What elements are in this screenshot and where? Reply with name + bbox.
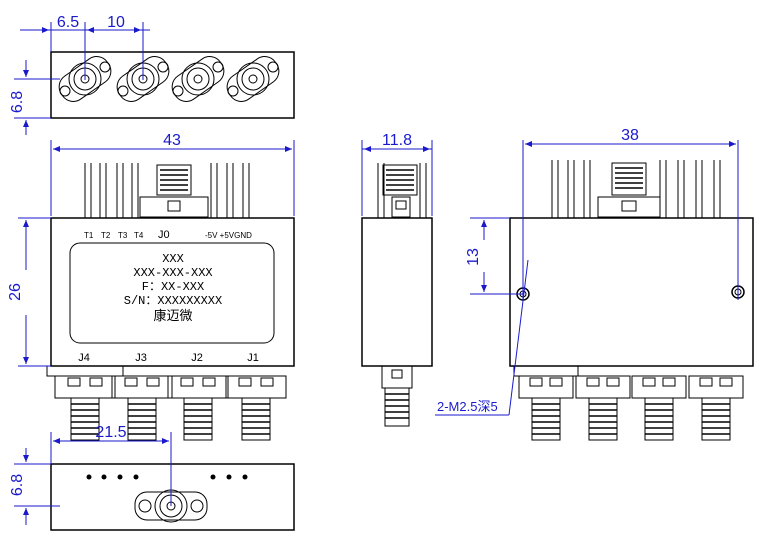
dim-bottom-height: 6.8 [9, 474, 26, 496]
right-connector-2 [575, 375, 631, 441]
hole-leader-line [508, 259, 529, 416]
port-j4-label: J4 [78, 352, 90, 364]
bottom-pin-holes [86, 474, 248, 480]
top-connector-3 [171, 56, 225, 102]
pin-power-label: -5V +5VGND [205, 231, 252, 240]
front-view-dimensions: 43 26 [7, 132, 295, 367]
front-connector-j2 [167, 375, 229, 441]
side-bottom-connector [381, 365, 413, 427]
dim-front-height: 26 [7, 283, 24, 301]
top-view-connectors [58, 56, 280, 102]
side-top-connector [382, 164, 418, 218]
side-view-dimensions: 11.8 [361, 132, 433, 216]
dim-top-height: 6.8 [9, 91, 26, 113]
right-view-dimensions: 38 13 2-M2.5深5 [435, 127, 739, 416]
front-view-body [50, 217, 295, 367]
top-view-body [50, 51, 295, 119]
top-connector-4 [226, 56, 280, 102]
front-connector-j3 [111, 375, 173, 441]
top-view-dimensions: 6.5 10 6.8 [9, 14, 150, 135]
dim-front-width: 43 [163, 132, 181, 149]
dim-bottom-offset: 21.5 [95, 424, 126, 441]
bottom-view: 21.5 6.8 [9, 424, 295, 531]
right-connector-4 [688, 375, 744, 441]
right-bottom-connectors [513, 365, 744, 441]
label-line-3: F：XX-XXX [142, 280, 204, 294]
dim-top-pitch-b: 10 [107, 14, 125, 31]
dim-side-width: 11.8 [382, 132, 412, 149]
right-view-body [509, 217, 754, 367]
side-view: 11.8 [361, 132, 433, 427]
right-view: 38 13 2-M2.5深5 [435, 127, 754, 441]
pin-t3-label: T3 [118, 231, 128, 240]
front-pins [84, 163, 250, 218]
pin-t2-label: T2 [101, 231, 111, 240]
front-connector-j4 [46, 365, 124, 441]
label-line-4: S/N：XXXXXXXXX [124, 294, 222, 308]
label-line-1: XXX [162, 252, 184, 266]
pin-t1-label: T1 [84, 231, 94, 240]
bottom-view-dimensions: 21.5 6.8 [9, 424, 172, 525]
pin-j0-label: J0 [158, 229, 170, 241]
right-top-connector [597, 162, 661, 218]
port-j3-label: J3 [135, 352, 147, 364]
top-view: 6.5 10 6.8 [9, 14, 295, 135]
dim-top-pitch-a: 6.5 [57, 14, 79, 31]
dim-right-width: 38 [621, 127, 639, 144]
top-connector-1 [58, 56, 112, 102]
right-connector-3 [631, 375, 687, 441]
right-pins [551, 160, 721, 218]
hole-note: 2-M2.5深5 [437, 399, 498, 414]
side-view-body [361, 217, 433, 367]
right-connector-1 [513, 365, 579, 441]
front-j0-connector [139, 164, 209, 218]
front-label-panel [69, 242, 275, 344]
dim-right-hole-offset: 13 [465, 248, 482, 266]
label-line-2: XXX-XXX-XXX [133, 266, 212, 280]
front-view: T1 T2 T3 T4 J0 -5V +5VGND XXX XXX-XXX-XX… [7, 132, 295, 441]
label-line-5: 康迈微 [153, 308, 192, 323]
pin-t4-label: T4 [134, 231, 144, 240]
front-bottom-connectors [46, 365, 287, 441]
port-j1-label: J1 [247, 352, 259, 364]
front-connector-j1 [225, 375, 287, 441]
bottom-view-body [50, 463, 295, 531]
port-j2-label: J2 [191, 352, 203, 364]
